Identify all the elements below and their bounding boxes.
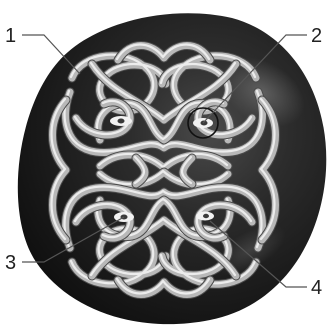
- callout-1: 1: [5, 25, 16, 47]
- eye-spot-upper-left: [110, 116, 132, 126]
- callout-3: 3: [5, 252, 16, 274]
- callout-2: 2: [311, 25, 322, 47]
- eye-spot-lower-right: [196, 212, 214, 221]
- callout-4: 4: [311, 277, 322, 299]
